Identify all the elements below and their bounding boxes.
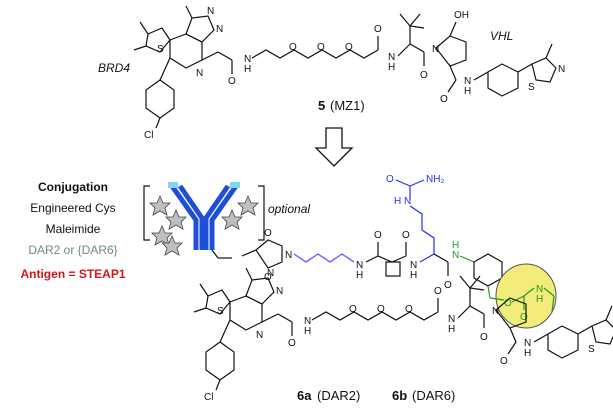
atom-n-linker1: N [356,260,363,271]
optional-label: optional [268,202,310,216]
payload-star-6 [161,234,183,256]
atom-h-carbamate: H [536,294,543,305]
atom-n-amide4-b: N [524,338,531,349]
reaction-arrow [314,127,354,167]
atom-h-amide2: H [388,62,395,73]
linker-structure: N O O N H O O N H N H O NH₂ O N H [218,174,503,299]
atom-cl: Cl [144,130,153,141]
mz1-structure: S N N N Cl O N H O O O O N H [133,5,565,141]
atom-o-linker3: O [444,280,452,291]
atom-n-amide4: N [464,76,471,87]
atom-o-peg2: O [317,42,325,53]
atom-n-linker2: N [410,260,417,271]
payload-star-2 [165,208,187,230]
atom-n-amide1-b: N [304,316,311,327]
atom-n-amide1: N [244,54,251,65]
compound5-name: (MZ1) [330,98,365,113]
atom-h-linker3: H [452,240,459,251]
legend-line4: Antigen = STEAP1 [20,267,125,281]
atom-n-carbamate: N [536,284,543,295]
payload-star-1 [149,194,171,216]
atom-o-amide2-b: O [434,286,442,297]
atom-s-thiazole: S [528,82,535,93]
atom-oh: OH [454,10,469,21]
compound6b-name: (DAR6) [412,388,455,403]
antibody [143,182,265,259]
atom-h-amide4: H [464,86,471,97]
carbamate-structure: O O N H [489,284,555,323]
atom-n-pyrrolidine-b: N [492,306,499,317]
carbamate-highlight [495,263,557,329]
atom-s: S [157,44,164,55]
atom-o-peg3-b: O [405,304,413,315]
atom-h-amide2-b: H [448,324,455,335]
atom-o-linker2: O [402,230,410,241]
atom-n-triazole-1: N [207,6,214,17]
atom-o-amide4-b: O [500,356,508,367]
atom-o-succ1: O [264,228,272,239]
atom-cl-b: Cl [204,392,213,403]
atom-n-linker3: N [452,250,459,261]
atom-o-peg2-b: O [377,304,385,315]
atom-n-triazole-2-b: N [276,286,283,297]
payload-star-3 [151,224,173,246]
atom-o-urea: O [386,174,394,185]
atom-o-amide1-b: O [288,338,296,349]
atom-n-diazepine-b: N [256,330,263,341]
atom-h-linker2: H [410,270,417,281]
bottom-structure: S N N N Cl O N H O O O O N H O N [193,267,613,403]
payload-star-5 [221,208,243,230]
atom-n-amide2: N [388,52,395,63]
atom-h-urea1: H [394,196,401,207]
payload-star-4 [237,194,259,216]
legend-line2: Maleimide [46,222,101,236]
legend-line3: DAR2 or {DAR6} [28,243,117,257]
atom-o-amide2: O [374,24,382,35]
atom-n-amide2-b: N [448,314,455,325]
atom-n-succinimide: N [285,250,292,261]
atom-h-amide4-b: H [524,348,531,359]
atom-o-amide1: O [228,76,236,87]
compound6a-name: (DAR2) [317,388,360,403]
atom-n-urea1: N [404,196,411,207]
atom-n-triazole-1-b: N [267,268,274,279]
atom-o-peg3: O [345,42,353,53]
atom-o-amide4: O [440,94,448,105]
atom-o-linker1: O [374,230,382,241]
atom-o-peg1-b: O [349,304,357,315]
atom-h-amide1: H [244,64,251,75]
brd4-label: BRD4 [98,61,130,75]
atom-s-b: S [217,306,224,317]
legend-line1: Engineered Cys [30,201,115,215]
atom-o-amide3: O [420,70,428,81]
atom-nh2-urea: NH₂ [426,174,444,185]
atom-o-carbamate2: O [520,312,528,323]
compound6b-number: 6b [392,388,407,403]
atom-h-amide1-b: H [304,326,311,337]
compound6a-number: 6a [297,388,312,403]
atom-o-peg1: O [289,42,297,53]
atom-n-thiazole: N [558,64,565,75]
atom-h-linker1: H [356,270,363,281]
legend-title: Conjugation [38,180,108,194]
atom-o-carbamate1: O [504,298,512,309]
vhl-label: VHL [490,29,513,43]
compound5-number: 5 [318,98,325,113]
atom-o-amide3-b: O [480,332,488,343]
atom-n-pyrrolidine: N [432,44,439,55]
atom-n-triazole-2: N [216,24,223,35]
atom-n-diazepine: N [196,68,203,79]
atom-s-thiazole-b: S [588,344,595,355]
